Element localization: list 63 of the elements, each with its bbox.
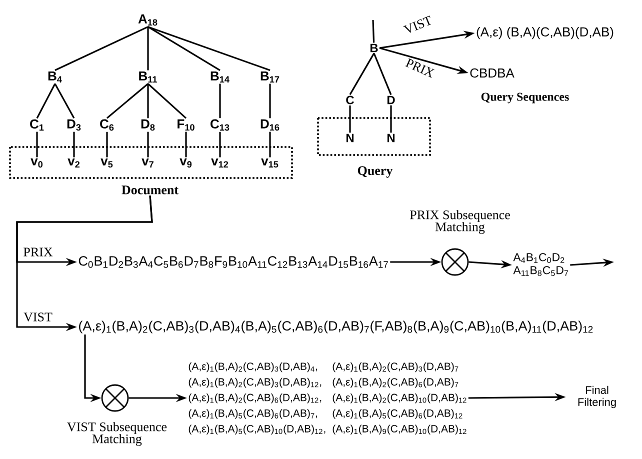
connector-line — [390, 105, 392, 133]
tree-node-label: A$_{18}$ — [138, 14, 158, 26]
tree-node-label: v$_{5}$ — [100, 158, 113, 168]
tree-node-label: C$_{1}$ — [30, 119, 44, 131]
tree-node-label: D — [387, 96, 395, 104]
connector-line — [36, 83, 56, 119]
connector-line — [73, 132, 75, 158]
tree-node-label: v$_{2}$ — [68, 158, 80, 168]
tree-node-label: C$_{13}$ — [210, 119, 230, 131]
tree-node-label: C$_{6}$ — [100, 119, 114, 131]
connector-line — [147, 83, 187, 119]
step-label: Final Filtering — [578, 386, 616, 408]
sequence-text: CBDBA — [470, 68, 514, 78]
connector-line — [147, 26, 149, 70]
connector-line — [269, 132, 271, 158]
connector-line — [349, 52, 375, 95]
connector-line — [106, 132, 108, 158]
tree-node-label: v$_{7}$ — [142, 158, 154, 168]
connector-line — [349, 105, 351, 133]
connector-line — [219, 132, 221, 158]
section-caption: Query Sequences — [481, 92, 569, 104]
tree-node-label: v$_{12}$ — [211, 158, 228, 168]
connector-line — [147, 132, 149, 158]
connector-line — [54, 83, 75, 119]
tree-node-label: B$_{11}$ — [139, 71, 157, 83]
sequence-text: (A,ε)$_{1}$(B,A)$_{2}$(C,AB)$_{3}$(D,AB)$_{4}$(B,A)$_{5}$(C,AB)$_{6}$(D,AB)$_{7}$(F,AB)$_{8}$(B,A)$_{9}$(C,AB)$_{10}$(B,A)$_{11}$(D,AB)$_{12}$ — [79, 320, 593, 334]
edge-label: PRIX — [22, 246, 54, 258]
tree-node-label: N — [346, 134, 354, 142]
edge-label: VIST — [402, 14, 434, 36]
box-caption: Document — [122, 186, 178, 194]
sequence-text: (A,ε) (B,A)(C,AB)(D,AB) — [476, 26, 614, 40]
connector-line — [372, 20, 375, 43]
tree-node-label: v$_{15}$ — [261, 158, 278, 168]
connector-line — [36, 132, 38, 158]
tree-node-label: C — [346, 96, 354, 104]
connector-line — [219, 84, 221, 118]
tree-node-label: v$_{9}$ — [180, 158, 192, 168]
connector-line — [148, 26, 220, 71]
tree-node-label: D$_{8}$ — [141, 119, 155, 131]
connector-line — [269, 84, 271, 118]
connector-line — [106, 83, 149, 119]
tree-node-label: N — [387, 134, 395, 142]
tree-node-label: B$_{4}$ — [48, 71, 62, 83]
connector-line — [54, 26, 148, 71]
tree-node-label: D$_{16}$ — [260, 119, 280, 131]
connector-line — [148, 26, 270, 72]
sequence-list: A$_{4}$B$_{1}$C$_{0}$D$_{2}$ A$_{11}$B$_{8}$C$_{5}$D$_{7}$ — [513, 253, 568, 276]
sequence-text: C$_{0}$B$_{1}$D$_{2}$B$_{3}$A$_{4}$C$_{5}$B$_{6}$D$_{7}$B$_{8}$F$_{9}$B$_{10}$A$_{11}$C$_{12}$B$_{13}$A$_{14}$D$_{15}$B$_{16}$A$_{17}$ — [78, 256, 388, 268]
connector-line — [373, 53, 392, 95]
tree-node-label: D$_{3}$ — [67, 119, 81, 131]
tree-node-label: v$_{0}$ — [30, 158, 43, 168]
edge-label: VIST — [22, 312, 54, 322]
tree-node-label: B — [370, 44, 378, 52]
step-caption: PRIX Subsequence Matching — [410, 210, 510, 234]
tree-node-label: B$_{14}$ — [210, 71, 230, 83]
edge-label: PRIX — [403, 56, 437, 80]
connector-line — [147, 84, 149, 118]
box-caption: Query — [358, 166, 393, 178]
sequence-list: (A,ε)$_{1}$(B,A)$_{2}$(C,AB)$_{3}$(D,AB)$_{4}$, (A,ε)$_{1}$(B,A)$_{2}$(C,AB)$_{3}$(D,AB)$_{7}$ (A,ε)$_{1}$(B,A)$_{2}$(C,AB)$_{3}$(D,AB)$_{12}$, (A,ε)$_{1}$(B,A)$_{2}$(C,AB)$_{6}$(D,AB)$_{7}$ (A,ε)$_{1}$(B,A)$_{2}$(C,AB)$_{6}$(D,AB)$_{12}$, (A,ε)$_{1}$(B,A)$_{2}$(C,AB)$_{10}$(D,AB)$_{12}$ (A,ε)$_{1}$(B,A)$_{5}$(C,AB)$_{6}$(D,AB)$_{7}$, (A,ε)$_{1}$(B,A)$_{5}$(C,AB)$_{6}$(D,AB)$_{12}$ (A,ε)$_{1}$(B,A)$_{5}$(C,AB)$_{10}$(D,AB)$_{12}$, (A,ε)$_{1}$(B,A)$_{9}$(C,AB)$_{10}$(D,AB)$_{12}$ — [188, 362, 466, 434]
connector-line — [185, 132, 187, 158]
tree-node-label: B$_{17}$ — [260, 71, 280, 83]
step-caption: VIST Subsequence Matching — [67, 422, 167, 446]
tree-node-label: F$_{10}$ — [178, 119, 194, 131]
